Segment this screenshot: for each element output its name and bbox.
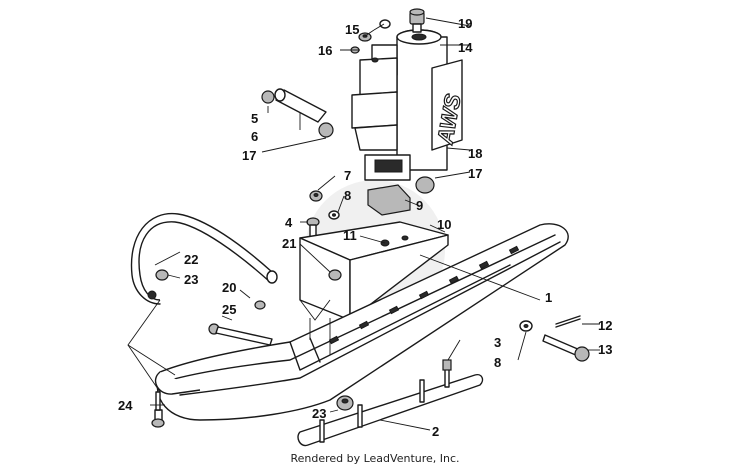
leader-lines <box>127 17 600 431</box>
callout-17-right: 17 <box>468 166 482 181</box>
callout-22: 22 <box>184 252 198 267</box>
part-nut-23-lower <box>336 395 354 411</box>
callout-5: 5 <box>251 111 258 126</box>
callout-18: 18 <box>468 146 482 161</box>
part-bushing-upper <box>261 88 334 138</box>
callout-23-lower: 23 <box>312 406 326 421</box>
callout-8-upper: 8 <box>344 188 351 203</box>
callout-9: 9 <box>416 198 423 213</box>
part-wear-block-9 <box>367 184 411 216</box>
callout-4: 4 <box>285 215 293 230</box>
callout-1: 1 <box>545 290 552 305</box>
callout-8-lower: 8 <box>494 355 501 370</box>
part-nut-23-upper <box>155 269 169 281</box>
callout-labels: 15 19 16 14 5 6 17 18 7 17 8 9 4 11 10 2… <box>118 16 612 439</box>
part-bolt-13 <box>542 334 590 362</box>
callout-24: 24 <box>118 398 133 413</box>
callout-2: 2 <box>432 424 439 439</box>
callout-7: 7 <box>344 168 351 183</box>
part-spindle: AWS <box>351 29 466 181</box>
callout-10: 10 <box>437 217 451 232</box>
callout-14: 14 <box>458 40 473 55</box>
callout-15: 15 <box>345 22 359 37</box>
callout-11: 11 <box>343 228 357 243</box>
render-credit: Rendered by LeadVenture, Inc. <box>290 452 460 465</box>
part-nut-15 <box>358 19 391 42</box>
part-washer-8-lower <box>519 320 533 332</box>
callout-16: 16 <box>318 43 332 58</box>
callout-21: 21 <box>282 236 296 251</box>
part-bolt-20 <box>254 300 266 310</box>
callout-13: 13 <box>598 342 612 357</box>
callout-20: 20 <box>222 280 236 295</box>
part-cotter-pin-12 <box>555 315 581 328</box>
part-washer-8-upper <box>328 210 340 220</box>
callout-3: 3 <box>494 335 501 350</box>
callout-12: 12 <box>598 318 612 333</box>
part-bushing-lower <box>415 176 435 194</box>
callout-25: 25 <box>222 302 236 317</box>
part-nut-7 <box>309 190 323 202</box>
callout-19: 19 <box>458 16 472 31</box>
part-bolt-25 <box>208 323 273 346</box>
callout-23-upper: 23 <box>184 272 198 287</box>
part-bolt-19 <box>409 8 425 33</box>
part-ski-body <box>154 223 569 421</box>
part-wear-bar-2 <box>297 359 484 447</box>
callout-6: 6 <box>251 129 258 144</box>
callout-17-left: 17 <box>242 148 256 163</box>
part-ski-handle <box>130 212 278 305</box>
part-bolt-24 <box>151 391 165 428</box>
